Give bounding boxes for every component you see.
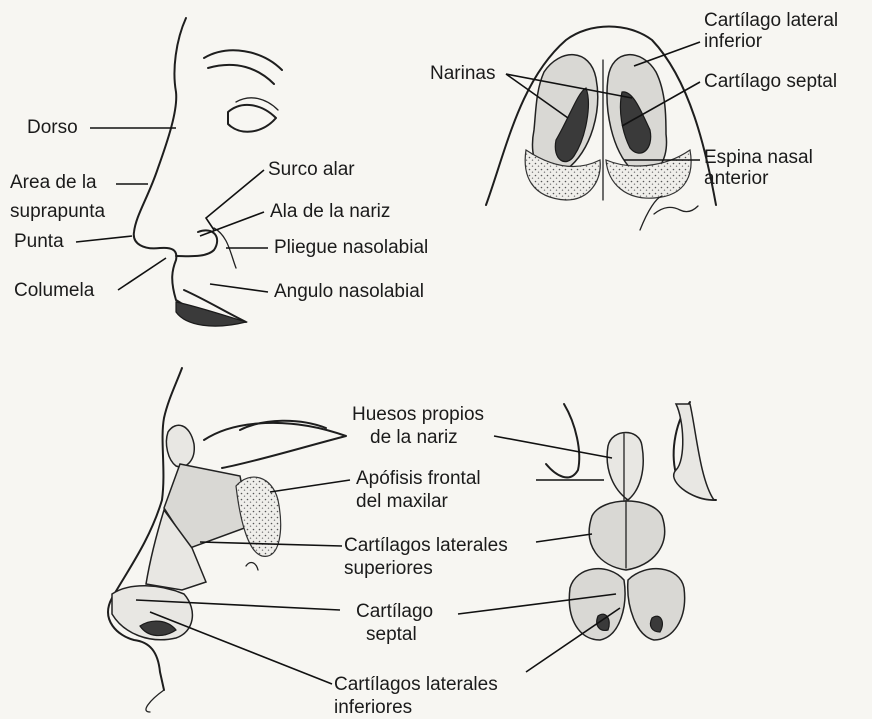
nose-profile-drawing [134, 18, 282, 326]
label-cartilago-septal-2: septal [366, 624, 417, 646]
label-espina-nasal-1: Espina nasal [704, 147, 813, 169]
label-espina-nasal-2: anterior [704, 168, 768, 190]
label-narinas: Narinas [430, 63, 495, 85]
label-apofisis-frontal-2: del maxilar [356, 491, 448, 513]
label-cartilago-septal-top: Cartílago septal [704, 71, 837, 93]
label-pliegue-nasolabial: Pliegue nasolabial [274, 237, 428, 259]
label-area-suprapunta-2: suprapunta [10, 201, 105, 223]
label-huesos-propios-1: Huesos propios [352, 404, 484, 426]
label-angulo-nasolabial: Angulo nasolabial [274, 281, 424, 303]
label-cartilagos-laterales-superiores-2: superiores [344, 558, 433, 580]
label-cartilago-septal-1: Cartílago [356, 601, 433, 623]
nasal-base-drawing [486, 27, 716, 231]
label-cartilago-lateral-inferior-1: Cartílago lateral [704, 10, 838, 32]
label-cartilagos-laterales-superiores-1: Cartílagos laterales [344, 535, 508, 557]
label-area-suprapunta-1: Area de la [10, 172, 97, 194]
label-dorso: Dorso [27, 117, 78, 139]
label-apofisis-frontal-1: Apófisis frontal [356, 468, 481, 490]
label-huesos-propios-2: de la nariz [370, 427, 458, 449]
label-surco-alar: Surco alar [268, 159, 355, 181]
label-cartilagos-laterales-inferiores-1: Cartílagos laterales [334, 674, 498, 696]
frontal-skeleton-drawing [546, 402, 716, 640]
label-columela: Columela [14, 280, 94, 302]
label-punta: Punta [14, 231, 64, 253]
label-cartilagos-laterales-inferiores-2: inferiores [334, 697, 412, 719]
label-cartilago-lateral-inferior-2: inferior [704, 31, 762, 53]
label-ala-nariz: Ala de la nariz [270, 201, 390, 223]
lateral-skeleton-drawing [108, 368, 346, 712]
